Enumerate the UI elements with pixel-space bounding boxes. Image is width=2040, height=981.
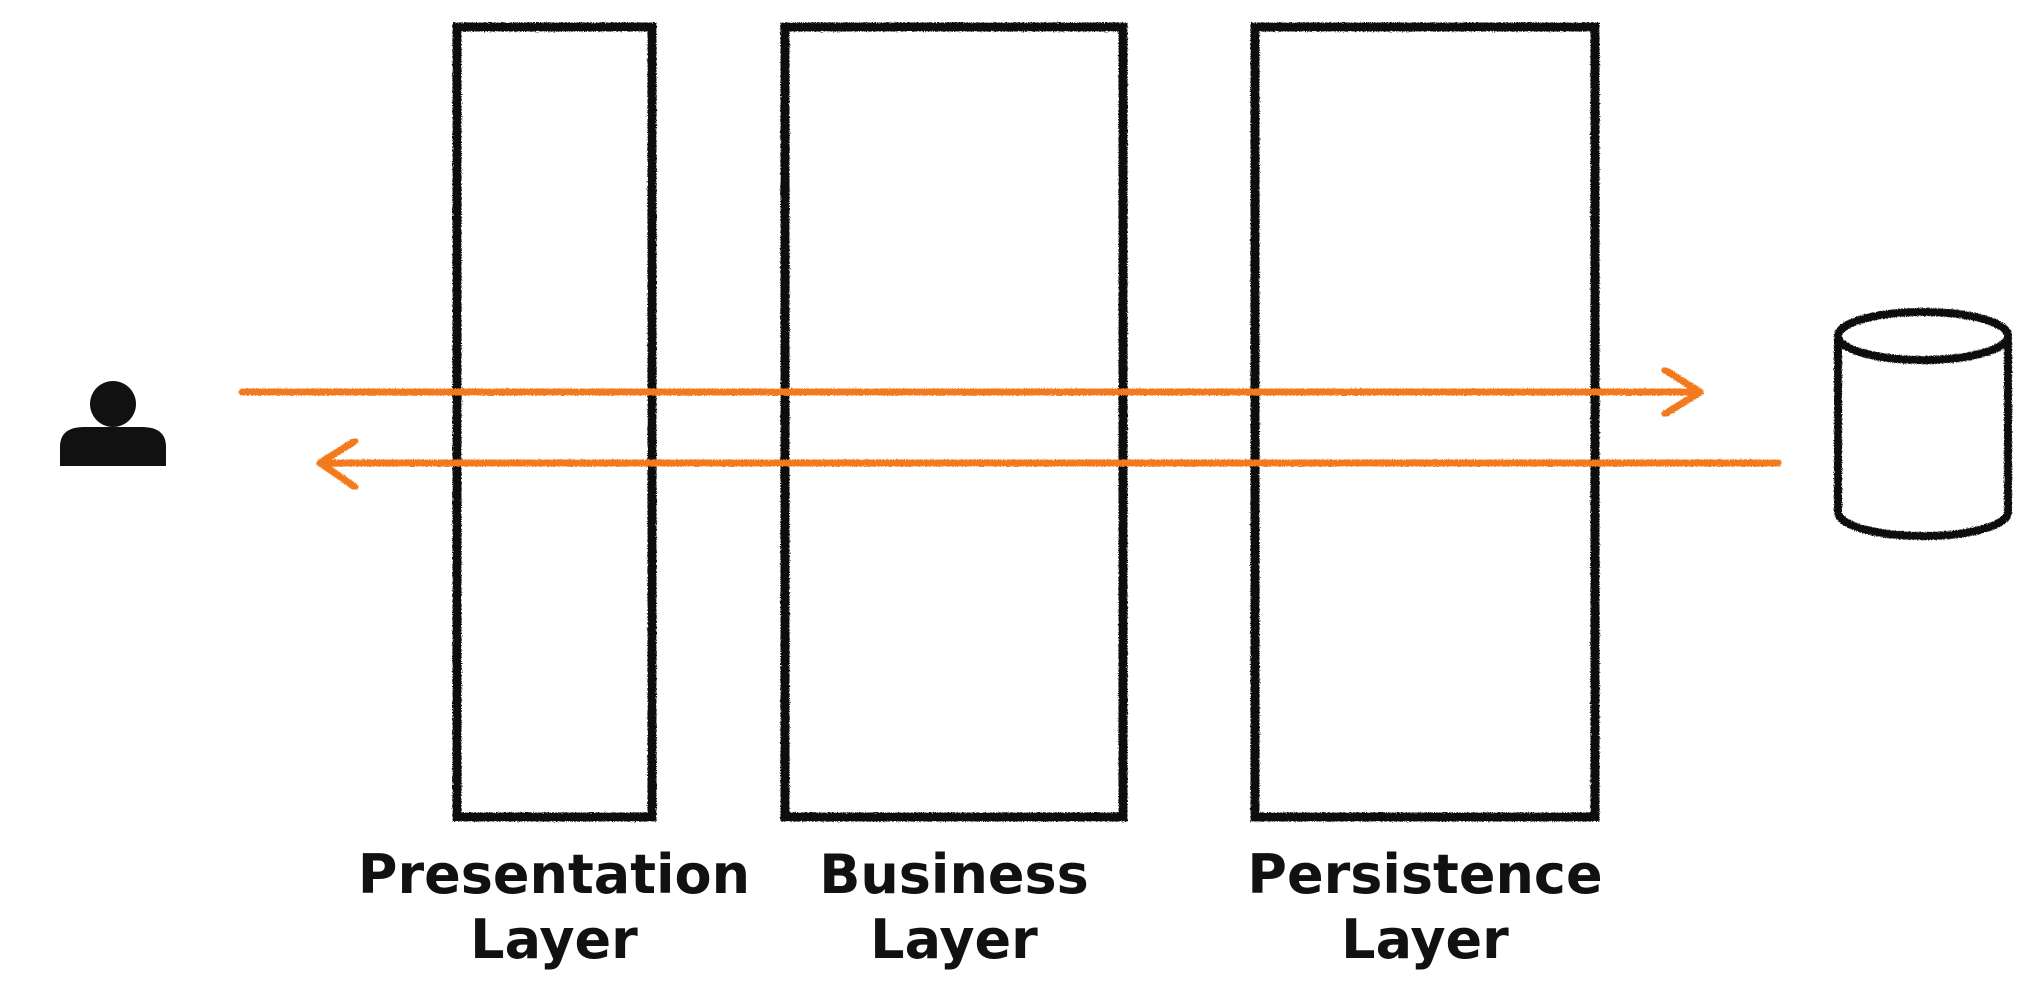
presentation-layer-label: Presentation Layer [358,843,750,971]
persistence-layer-title: Persistence [1247,843,1602,906]
database-cylinder-icon [1834,308,2012,540]
business-layer-title: Business [819,843,1089,906]
business-layer-label: Business Layer [819,843,1089,971]
presentation-layer-box [452,22,657,822]
business-layer-subtitle: Layer [870,908,1038,971]
response-arrow [316,437,1782,491]
business-layer-box [780,22,1128,822]
persistence-layer-box [1250,22,1600,822]
presentation-layer-subtitle: Layer [470,908,638,971]
user-icon [60,381,166,466]
persistence-layer-subtitle: Layer [1341,908,1509,971]
persistence-layer-label: Persistence Layer [1247,843,1602,971]
request-arrow [238,366,1704,418]
presentation-layer-title: Presentation [358,843,750,906]
